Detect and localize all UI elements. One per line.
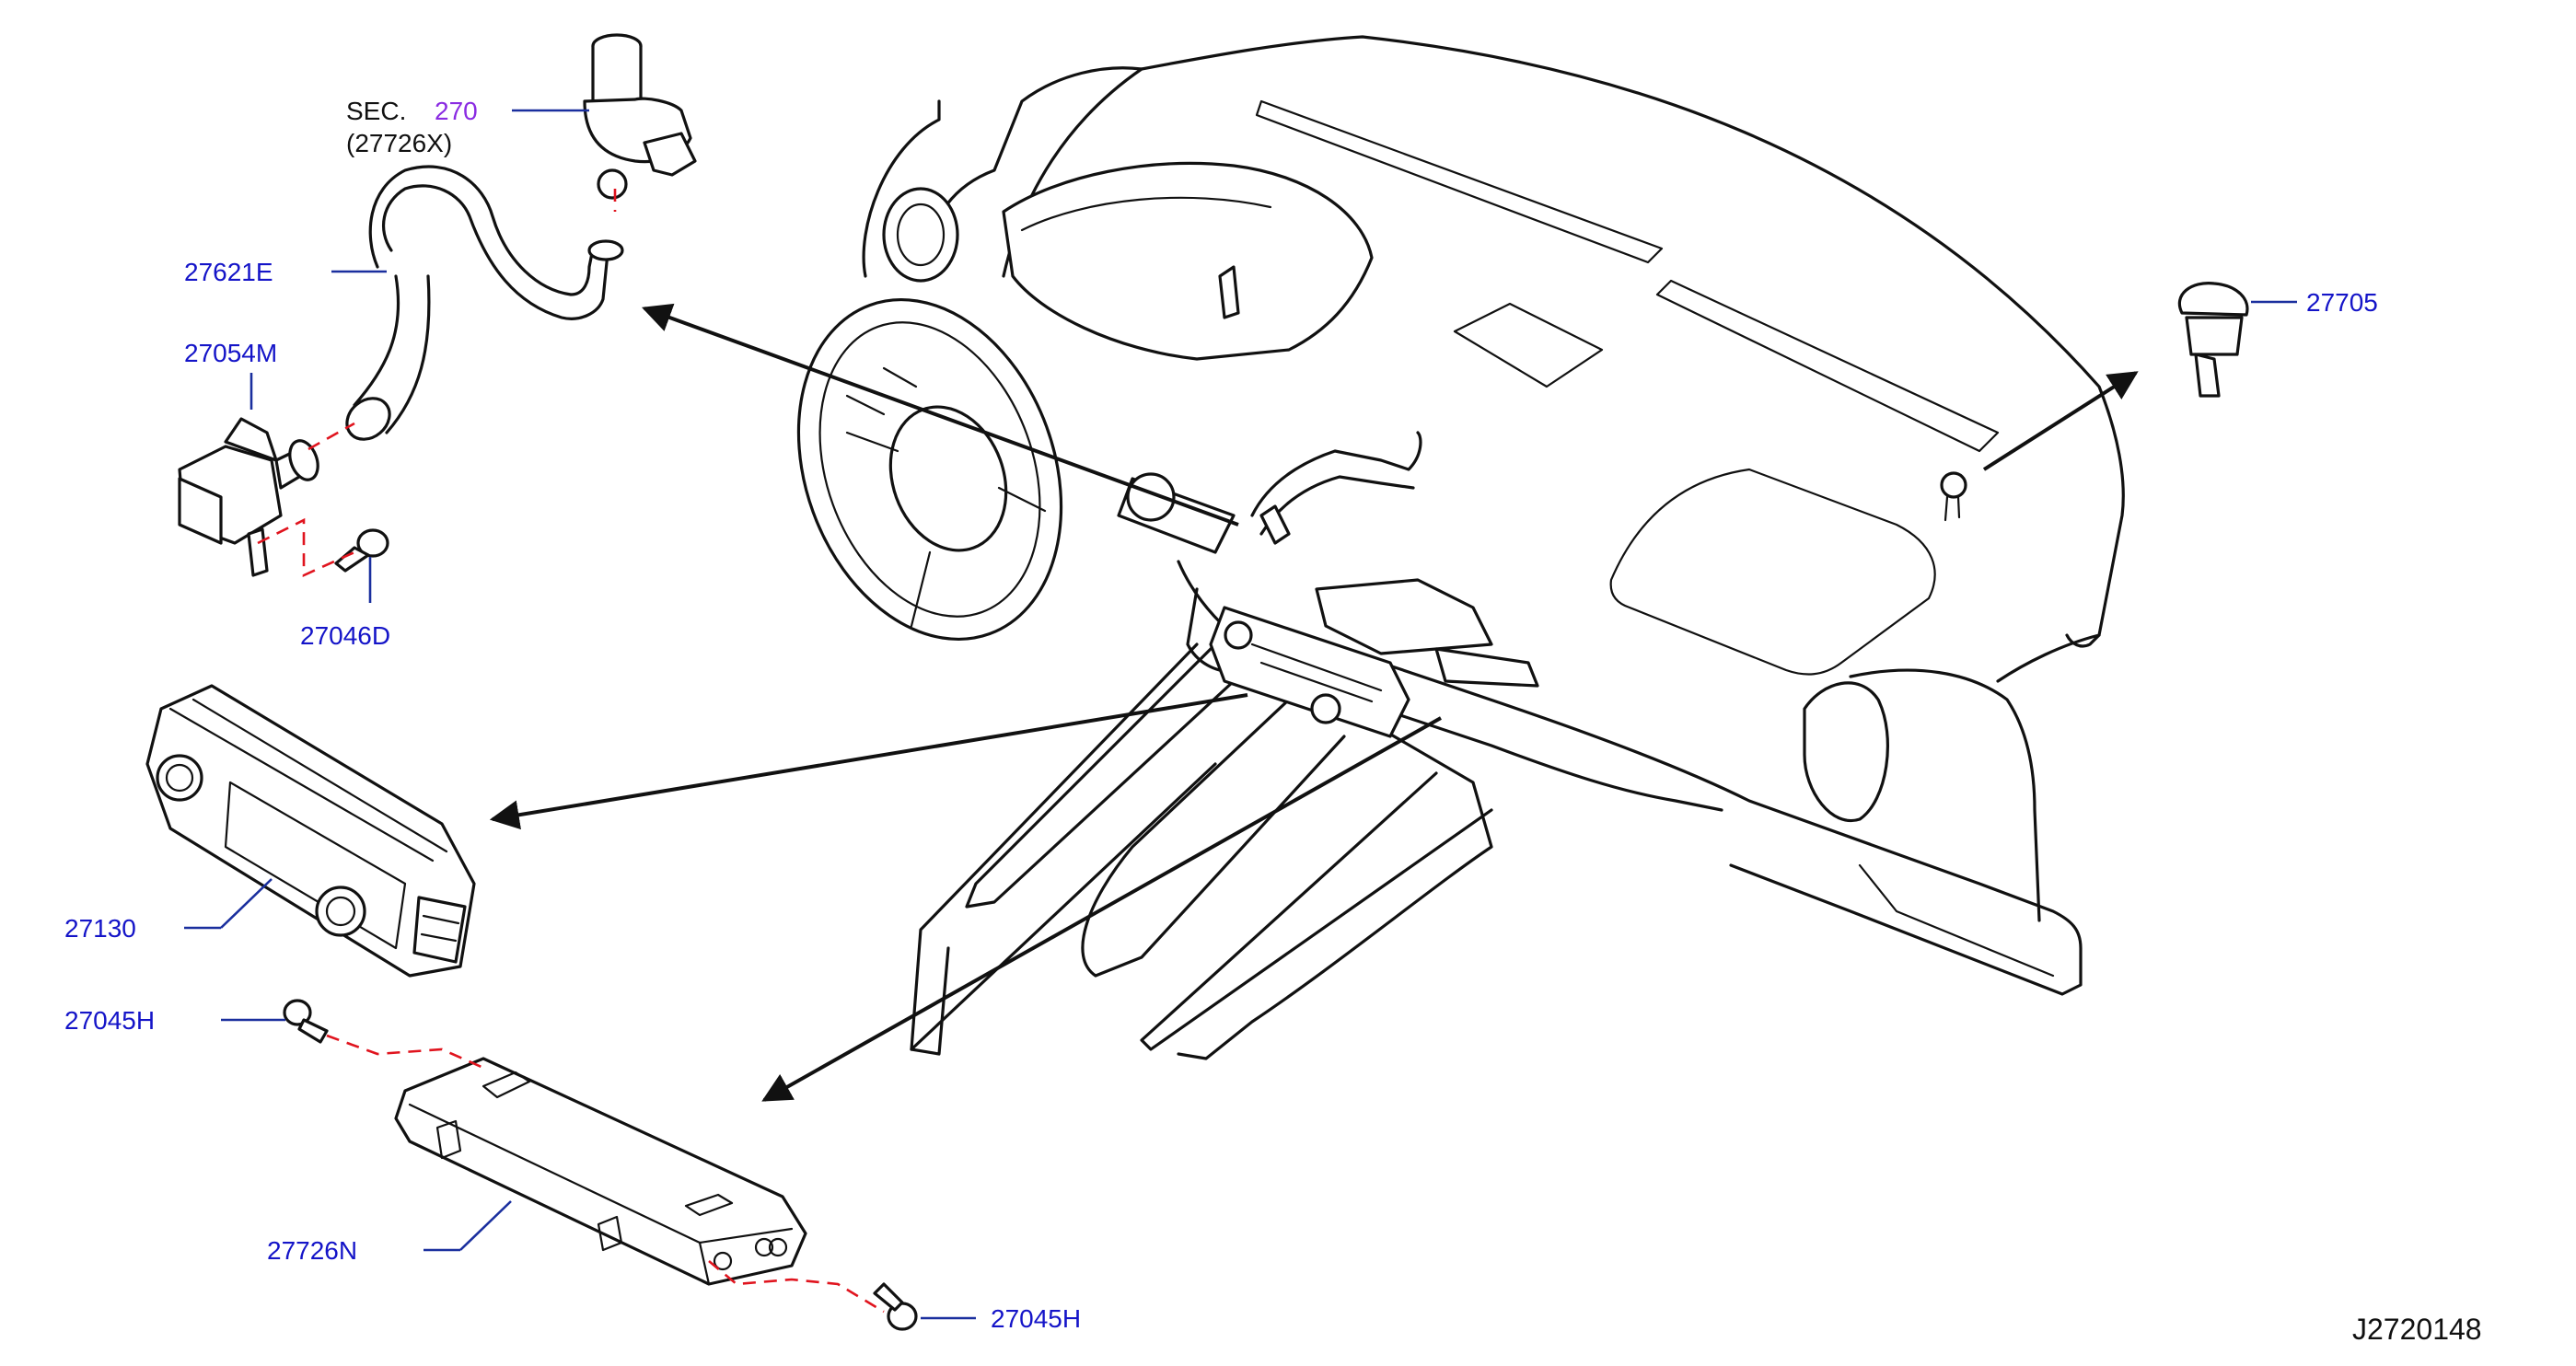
amplifier-part-illustration — [394, 1057, 807, 1286]
callout-27054M: 27054M — [184, 339, 277, 367]
hose-part-illustration — [345, 165, 624, 441]
sunload-sensor-part-illustration — [2177, 282, 2249, 398]
section-ref-number: 270 — [435, 97, 478, 125]
diagram-id: J2720148 — [2352, 1313, 2482, 1346]
leader-lines — [184, 109, 2297, 1320]
screw-lower-part-illustration — [873, 1282, 918, 1331]
callout-27621E: 27621E — [184, 258, 273, 286]
screw-part-illustration — [334, 528, 389, 573]
dashed-links — [257, 189, 885, 1314]
callout-27130: 27130 — [64, 914, 136, 943]
connector-part-illustration — [583, 33, 697, 200]
callout-27046D: 27046D — [300, 621, 390, 650]
section-ref-sub: (27726X) — [346, 129, 452, 157]
control-panel-part-illustration — [145, 684, 476, 978]
callout-27045H-upper: 27045H — [64, 1006, 155, 1035]
callout-27726N: 27726N — [267, 1236, 357, 1265]
callout-labels: SEC. 270 (27726X) 27621E 27054M 27046D 2… — [64, 97, 2482, 1346]
callout-27045H-lower: 27045H — [991, 1304, 1081, 1333]
arrows — [489, 303, 2139, 1102]
callout-27705: 27705 — [2306, 288, 2378, 317]
aspirator-part-illustration — [178, 417, 319, 577]
instrument-panel-illustration — [796, 35, 2125, 1060]
screw-upper-part-illustration — [283, 999, 329, 1044]
section-ref-prefix: SEC. — [346, 97, 406, 125]
